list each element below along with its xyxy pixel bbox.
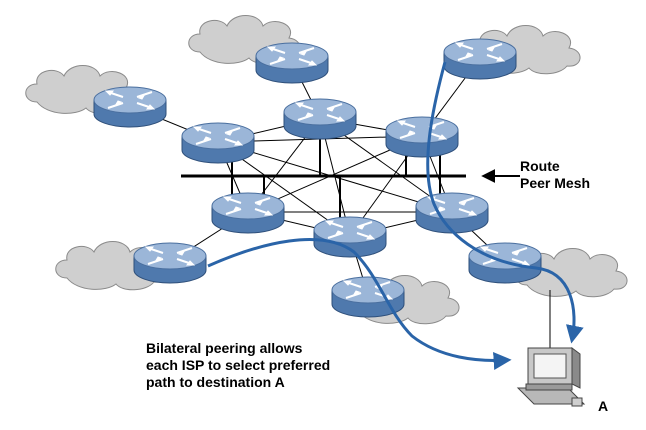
route-peer-mesh-line2: Peer Mesh [520, 175, 591, 191]
caption-line2: each ISP to select preferred [146, 357, 331, 373]
router-icon [93, 86, 167, 128]
router-icon [133, 242, 207, 284]
router-icon [443, 38, 517, 80]
router-icon [385, 116, 459, 158]
router-icon [415, 192, 489, 234]
routers [93, 38, 542, 318]
router-icon [283, 98, 357, 140]
caption: Bilateral peering allows each ISP to sel… [146, 340, 330, 391]
route-peer-mesh-bar [181, 136, 520, 220]
router-icon [181, 122, 255, 164]
router-icon [211, 192, 285, 234]
route-peer-mesh-line1: Route [520, 158, 560, 174]
caption-line1: Bilateral peering allows [146, 340, 303, 356]
route-peer-mesh-label: Route Peer Mesh [520, 158, 590, 192]
computer-icon [516, 347, 586, 407]
destination-label: A [598, 398, 609, 414]
caption-line3: path to destination A [146, 374, 285, 390]
router-icon [255, 42, 329, 84]
preferred-paths [207, 61, 584, 370]
